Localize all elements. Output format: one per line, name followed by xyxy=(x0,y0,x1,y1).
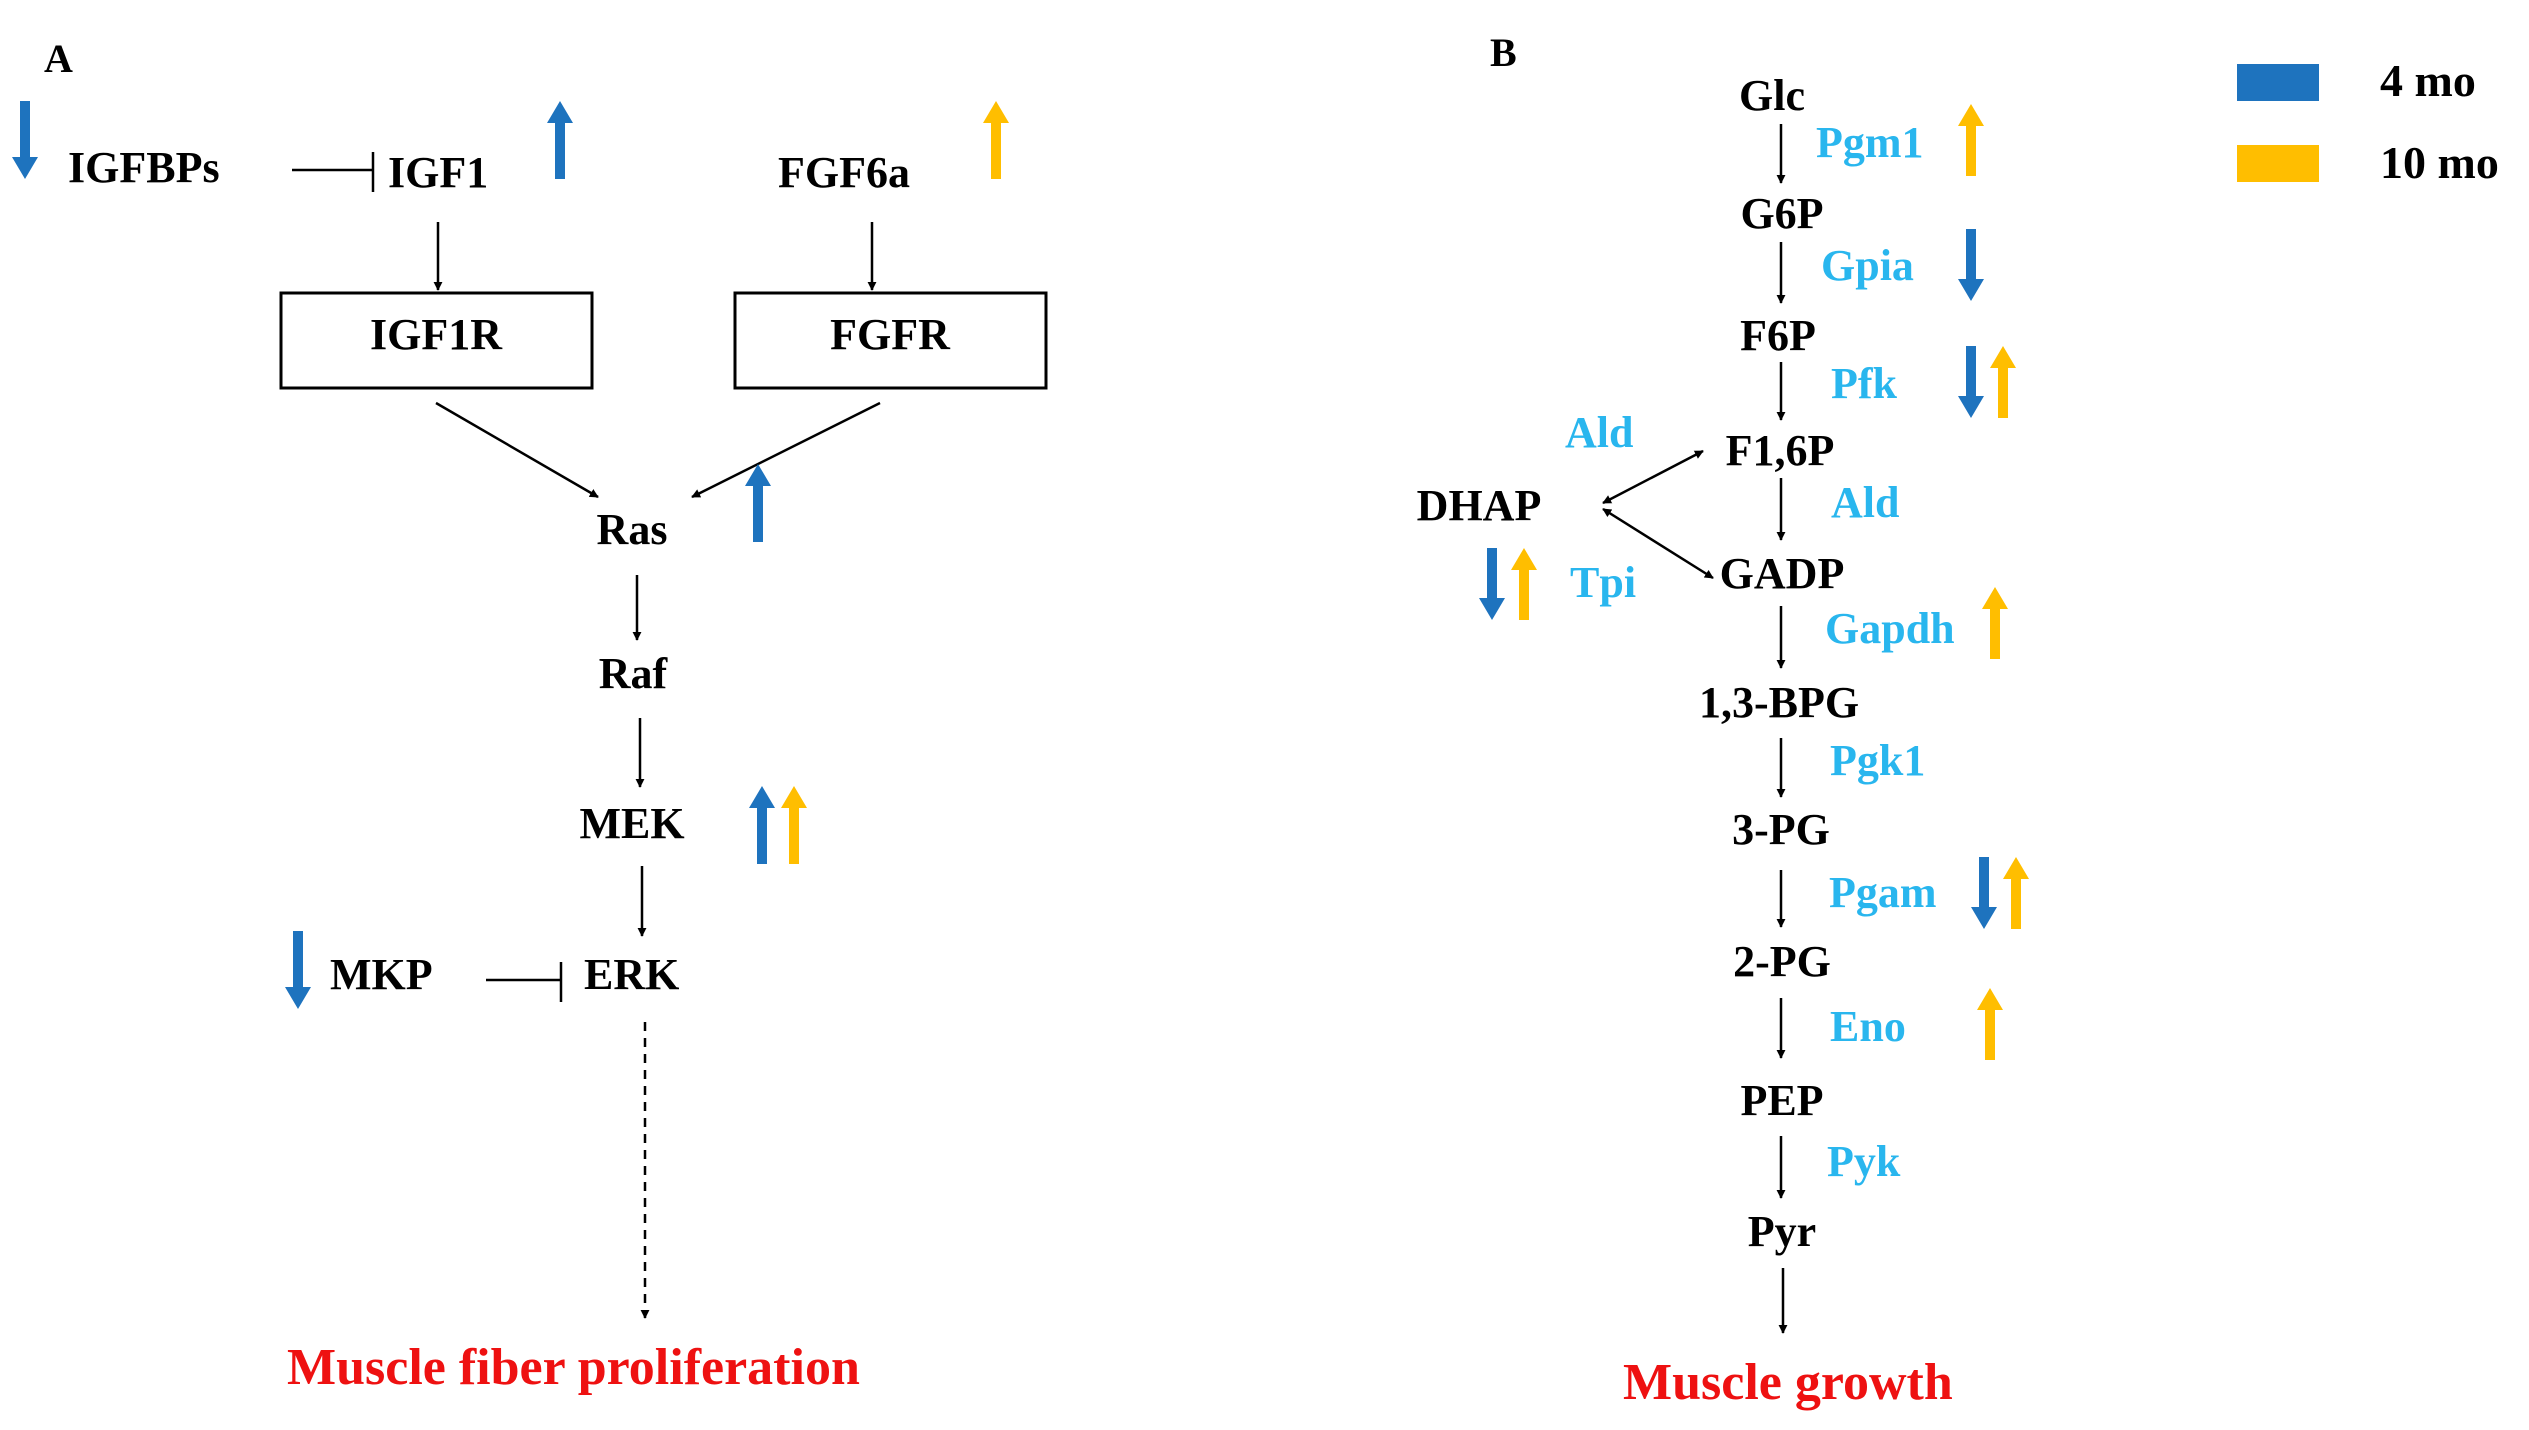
box-igf1r xyxy=(279,291,594,390)
pgm1-10mo-up-arrow-icon xyxy=(1958,104,1984,176)
node-igfbps: IGFBPs xyxy=(68,143,220,192)
ras-4mo-up-arrow-icon xyxy=(745,464,771,542)
eno-10mo-up-arrow-icon xyxy=(1977,988,2003,1060)
legend-label-4mo: 4 mo xyxy=(2380,55,2476,106)
pgam-4mo-down-arrow-icon xyxy=(1971,857,1997,929)
enzyme-eno: Eno xyxy=(1830,1002,1906,1051)
regulation-arrows xyxy=(12,101,2029,1060)
outcome-muscle-fiber-proliferation: Muscle fiber proliferation xyxy=(287,1339,860,1396)
igfbps-4mo-down-arrow-icon xyxy=(12,101,38,179)
node-f6p: F6P xyxy=(1740,311,1816,360)
enzyme-pgam: Pgam xyxy=(1829,868,1937,917)
enzyme-pgm1: Pgm1 xyxy=(1816,118,1924,167)
legend-swatch-4mo xyxy=(2237,64,2319,101)
node-gadp: GADP xyxy=(1720,549,1845,598)
enzyme-pgk1: Pgk1 xyxy=(1830,736,1925,785)
gpia-4mo-down-arrow-icon xyxy=(1958,229,1984,301)
node-f16p: F1,6P xyxy=(1726,426,1835,475)
enzyme-tpi: Tpi xyxy=(1570,558,1636,607)
pfk-4mo-down-arrow-icon xyxy=(1958,346,1984,418)
enzyme-gapdh: Gapdh xyxy=(1825,604,1955,653)
node-mkp: MKP xyxy=(330,950,433,999)
enzyme-pfk: Pfk xyxy=(1831,359,1898,408)
node-glc: Glc xyxy=(1739,71,1805,120)
box-fgfr xyxy=(733,291,1048,390)
legend-swatch-10mo xyxy=(2237,145,2319,182)
node-bpg13: 1,3-BPG xyxy=(1699,678,1859,727)
arrow-dhap-gadp xyxy=(1602,507,1714,580)
pgam-10mo-up-arrow-icon xyxy=(2003,857,2029,929)
node-mek: MEK xyxy=(579,799,684,848)
gapdh-10mo-up-arrow-icon xyxy=(1982,587,2008,659)
node-pep: PEP xyxy=(1740,1076,1823,1125)
arrow-dhap-f16p xyxy=(1602,449,1704,505)
node-pg3: 3-PG xyxy=(1732,805,1830,854)
mkp-4mo-down-arrow-icon xyxy=(285,931,311,1009)
node-g6p: G6P xyxy=(1740,189,1823,238)
mek-10mo-up-arrow-icon xyxy=(781,786,807,864)
enzyme-ald: Ald xyxy=(1831,478,1899,527)
arrow-igf1r-ras xyxy=(435,401,599,499)
node-ras: Ras xyxy=(597,505,668,554)
panel-b-label: B xyxy=(1490,30,1517,75)
outcome-muscle-growth: Muscle growth xyxy=(1623,1354,1953,1411)
node-pyr: Pyr xyxy=(1748,1207,1816,1256)
arrow-fgfr-ras xyxy=(691,401,881,499)
node-erk: ERK xyxy=(584,950,679,999)
node-pg2: 2-PG xyxy=(1733,937,1831,986)
legend-label-10mo: 10 mo xyxy=(2380,137,2499,188)
node-igf1: IGF1 xyxy=(388,148,488,197)
enzyme-gpia: Gpia xyxy=(1821,241,1914,290)
pfk-10mo-up-arrow-icon xyxy=(1990,346,2016,418)
enzyme-ald-top: Ald xyxy=(1565,408,1633,457)
mek-4mo-up-arrow-icon xyxy=(749,786,775,864)
panel-a-label: A xyxy=(44,36,73,81)
tpi-4mo-down-arrow-icon xyxy=(1479,548,1505,620)
inhibition-igfbps-igf1 xyxy=(292,152,375,192)
node-fgf6a: FGF6a xyxy=(778,148,910,197)
node-fgfr: FGFR xyxy=(830,310,951,359)
enzyme-pyk: Pyk xyxy=(1827,1137,1901,1186)
fgf6a-10mo-up-arrow-icon xyxy=(983,101,1009,179)
node-igf1r: IGF1R xyxy=(370,310,503,359)
igf1-4mo-up-arrow-icon xyxy=(547,101,573,179)
node-raf: Raf xyxy=(599,649,669,698)
node-dhap: DHAP xyxy=(1417,481,1542,530)
tpi-10mo-up-arrow-icon xyxy=(1511,548,1537,620)
inhibition-mkp-erk xyxy=(486,962,563,1002)
